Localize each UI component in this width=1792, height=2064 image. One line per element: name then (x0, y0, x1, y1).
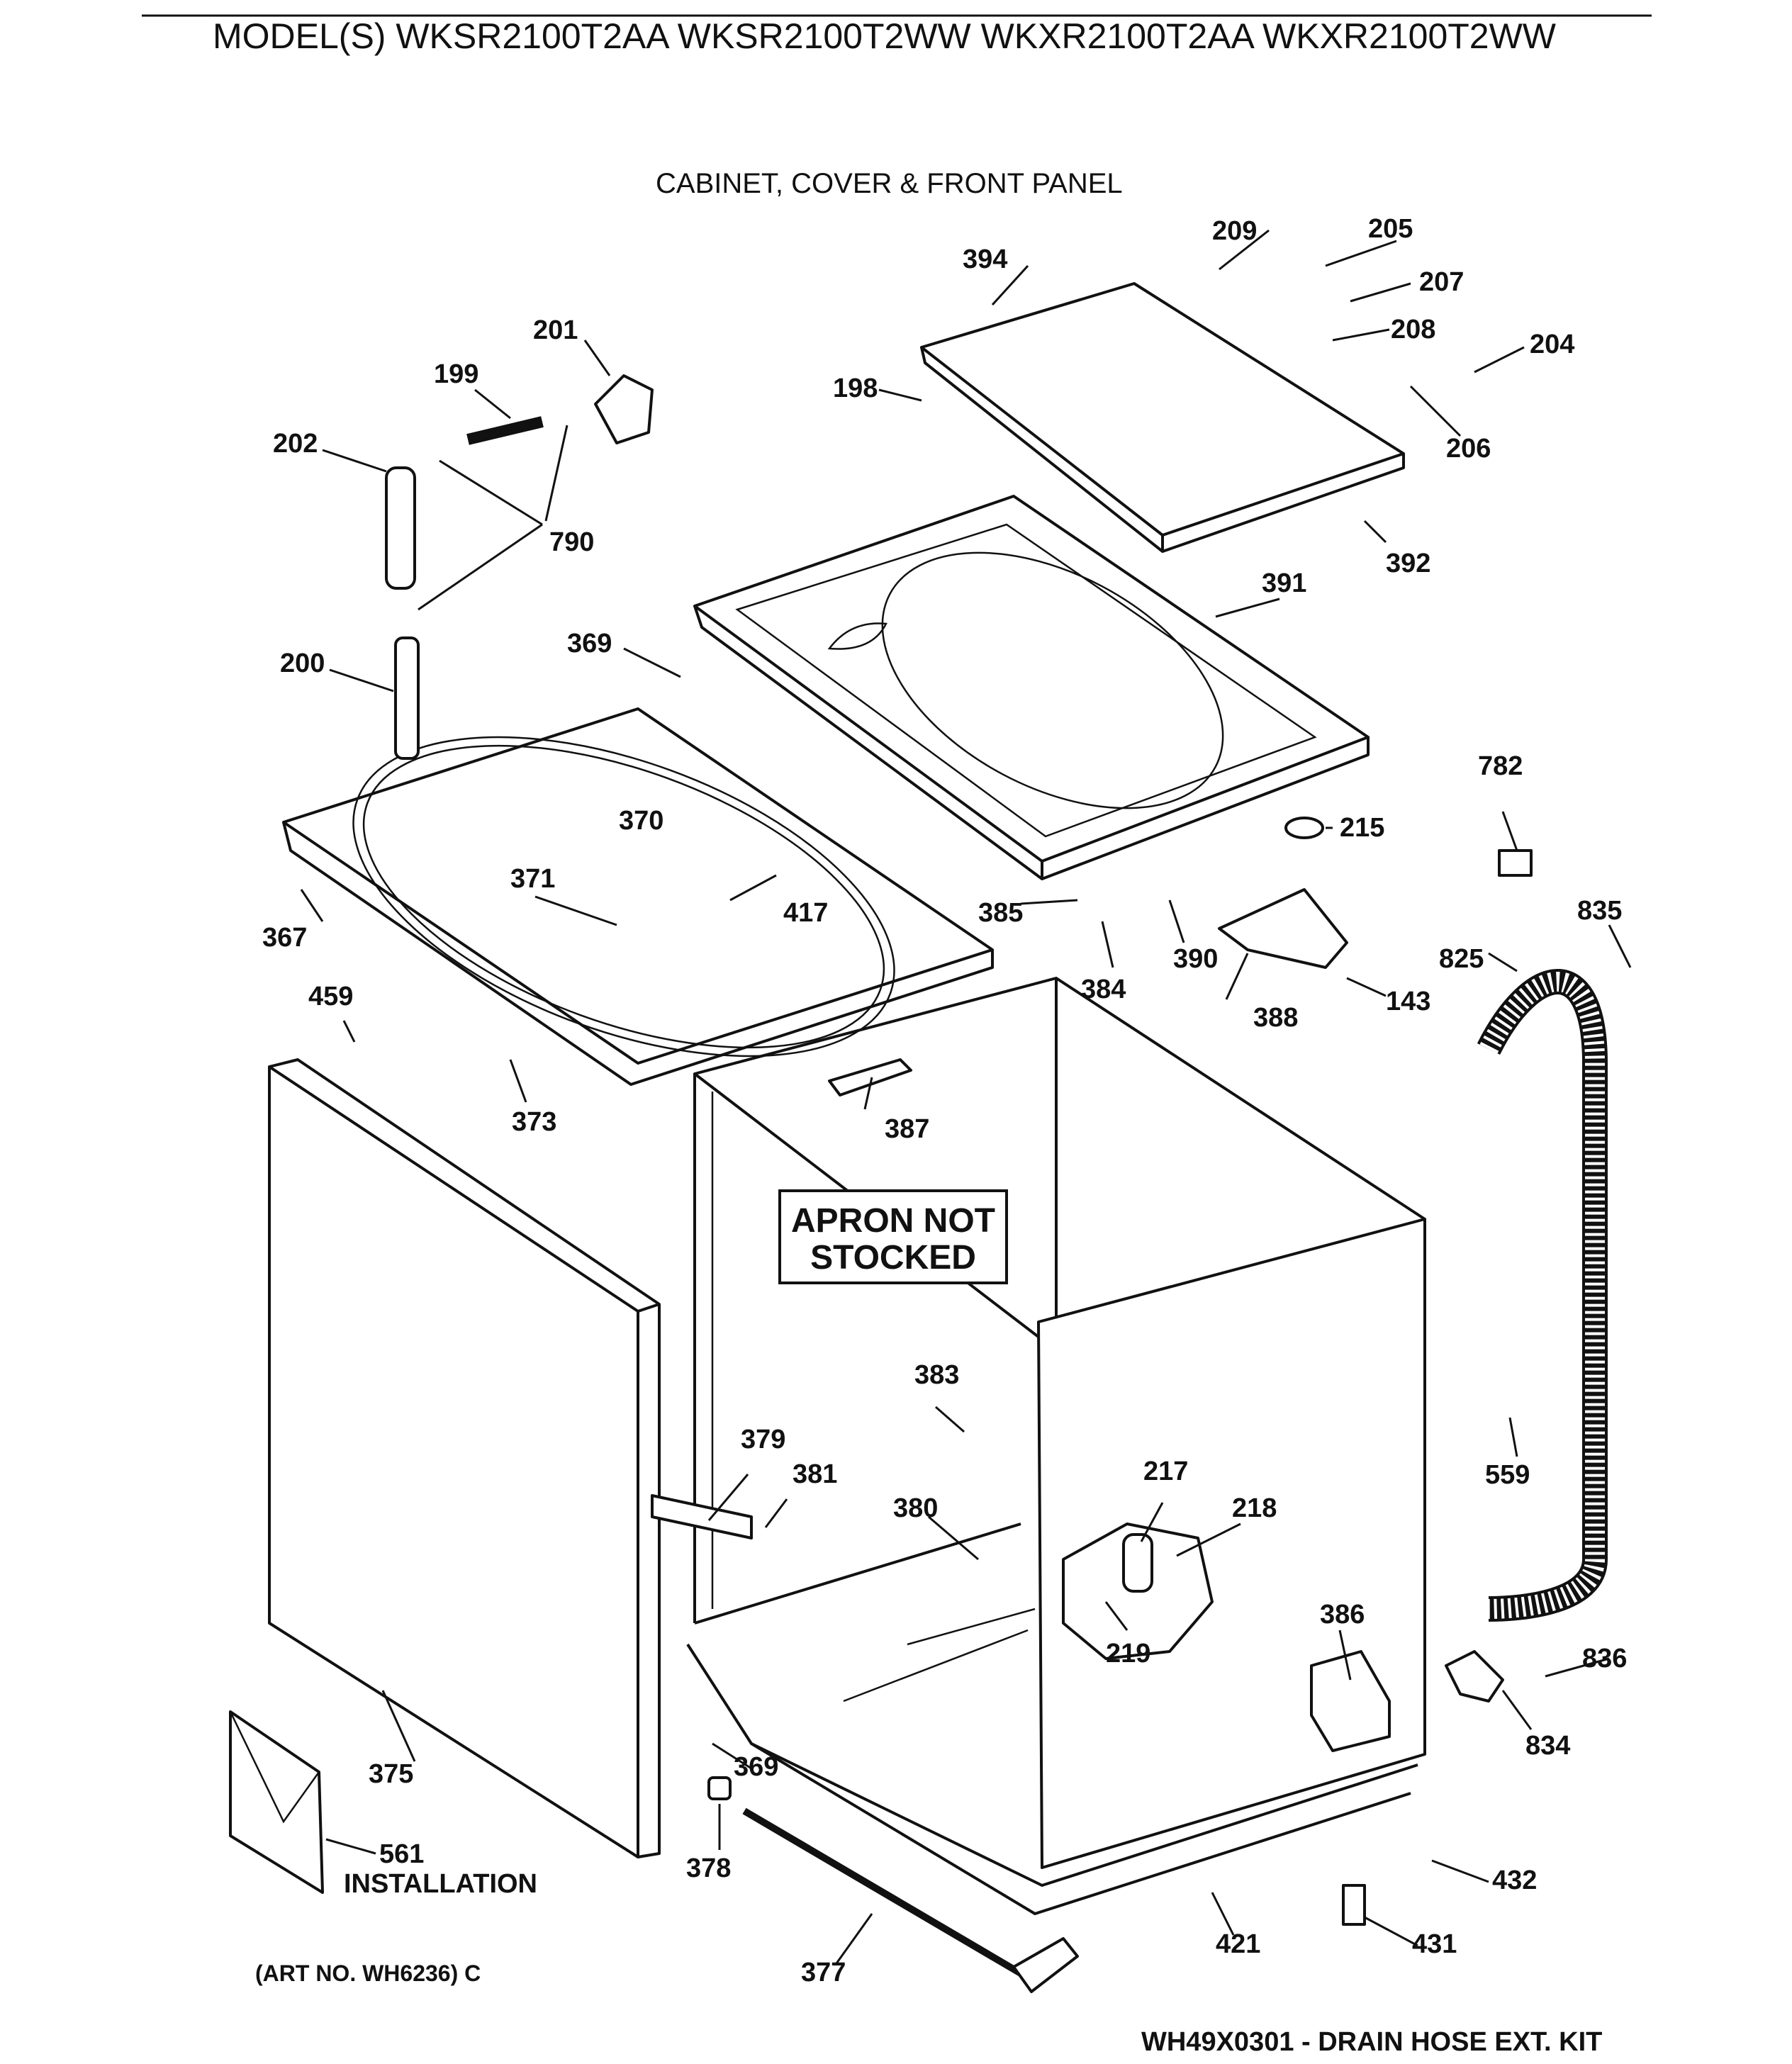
part-782-connector (1498, 849, 1533, 877)
callout-386: 386 (1320, 1600, 1365, 1630)
callout-143: 143 (1386, 987, 1430, 1016)
callout-417: 417 (783, 898, 828, 928)
section-title: CABINET, COVER & FRONT PANEL (656, 168, 1123, 199)
callout-209: 209 (1212, 216, 1257, 246)
callout-431: 431 (1412, 1929, 1457, 1959)
callout-198: 198 (833, 374, 878, 403)
part-215-disc (1284, 817, 1324, 839)
callout-432: 432 (1492, 1866, 1537, 1895)
callout-383: 383 (914, 1360, 959, 1390)
art-number: (ART NO. WH6236) C (255, 1961, 481, 1986)
cabinet-body (686, 977, 1426, 1915)
callout-200: 200 (280, 649, 325, 678)
callout-208: 208 (1391, 315, 1435, 344)
callout-392: 392 (1386, 549, 1430, 578)
callout-204: 204 (1530, 330, 1574, 359)
drain-hose-kit: WH49X0301 - DRAIN HOSE EXT. KIT (1141, 2027, 1602, 2057)
callout-835: 835 (1577, 896, 1622, 926)
leader-lines (300, 229, 1632, 1964)
part-217-detail (1062, 1522, 1214, 1660)
callout-370: 370 (619, 806, 663, 836)
callout-387: 387 (885, 1114, 929, 1144)
callout-202: 202 (273, 429, 318, 459)
part-834-bracket (1445, 1650, 1504, 1703)
callout-836: 836 (1582, 1644, 1627, 1673)
model-list: MODEL(S) WKSR2100T2AA WKSR2100T2WW WKXR2… (213, 16, 1557, 56)
main-top-panel (693, 495, 1370, 880)
callout-207: 207 (1419, 267, 1464, 297)
callout-459: 459 (308, 982, 353, 1011)
callout-559: 559 (1485, 1460, 1530, 1490)
callout-391: 391 (1262, 568, 1306, 598)
callout-381: 381 (793, 1459, 837, 1489)
callout-369-top: 369 (567, 629, 612, 658)
part-378-plug (707, 1776, 732, 1800)
callout-217: 217 (1143, 1457, 1188, 1486)
callout-782: 782 (1478, 751, 1523, 781)
callout-369-bottom: 369 (734, 1752, 778, 1782)
callout-367: 367 (262, 923, 307, 953)
callout-834: 834 (1525, 1731, 1570, 1761)
part-386-detail (1310, 1650, 1391, 1752)
callout-384: 384 (1081, 975, 1126, 1004)
part-377-handle (1012, 1937, 1079, 1993)
callout-378: 378 (686, 1853, 731, 1883)
installation-envelope (229, 1710, 324, 1894)
top-cover-lid (920, 282, 1405, 553)
callout-373: 373 (512, 1107, 556, 1137)
callout-377: 377 (801, 1958, 846, 1987)
callout-205: 205 (1368, 214, 1413, 244)
callout-390: 390 (1173, 944, 1218, 974)
callout-421: 421 (1216, 1929, 1260, 1959)
part-431-bolt (1342, 1884, 1366, 1926)
callout-561: 561 (379, 1839, 424, 1869)
callout-825: 825 (1439, 944, 1484, 974)
callout-388: 388 (1253, 1003, 1298, 1033)
callout-380: 380 (893, 1493, 938, 1523)
callout-394: 394 (963, 245, 1007, 274)
part-377-rod (742, 1807, 1030, 1981)
callout-201: 201 (533, 315, 578, 345)
part-388-switch (1218, 888, 1348, 969)
apron-notice-box (778, 1189, 1008, 1284)
callout-385: 385 (978, 898, 1023, 928)
callout-790: 790 (549, 527, 594, 557)
part-199-rod (466, 416, 544, 445)
callout-labels: 209 205 394 207 208 204 206 198 201 199 … (262, 214, 1627, 1987)
callout-219: 219 (1106, 1639, 1150, 1668)
installation-label: INSTALLATION (344, 1869, 537, 1899)
callout-375: 375 (369, 1759, 413, 1789)
front-panel (268, 1058, 661, 1858)
callout-215: 215 (1340, 813, 1384, 843)
part-201-hinge (594, 374, 654, 444)
part-200-pipe (394, 636, 420, 760)
callout-371: 371 (510, 864, 555, 894)
callout-206: 206 (1446, 434, 1491, 464)
drain-hose (1477, 969, 1608, 1622)
callout-199: 199 (434, 359, 478, 389)
apron-notice-line2: STOCKED (810, 1239, 976, 1277)
callout-379: 379 (741, 1425, 785, 1454)
apron-notice-line1: APRON NOT (791, 1202, 995, 1240)
tub-support-frame (282, 707, 994, 1086)
part-379-rail (651, 1494, 753, 1539)
part-202-tube (385, 466, 416, 590)
part-387-bracket (828, 1058, 912, 1096)
callout-218: 218 (1232, 1493, 1277, 1523)
